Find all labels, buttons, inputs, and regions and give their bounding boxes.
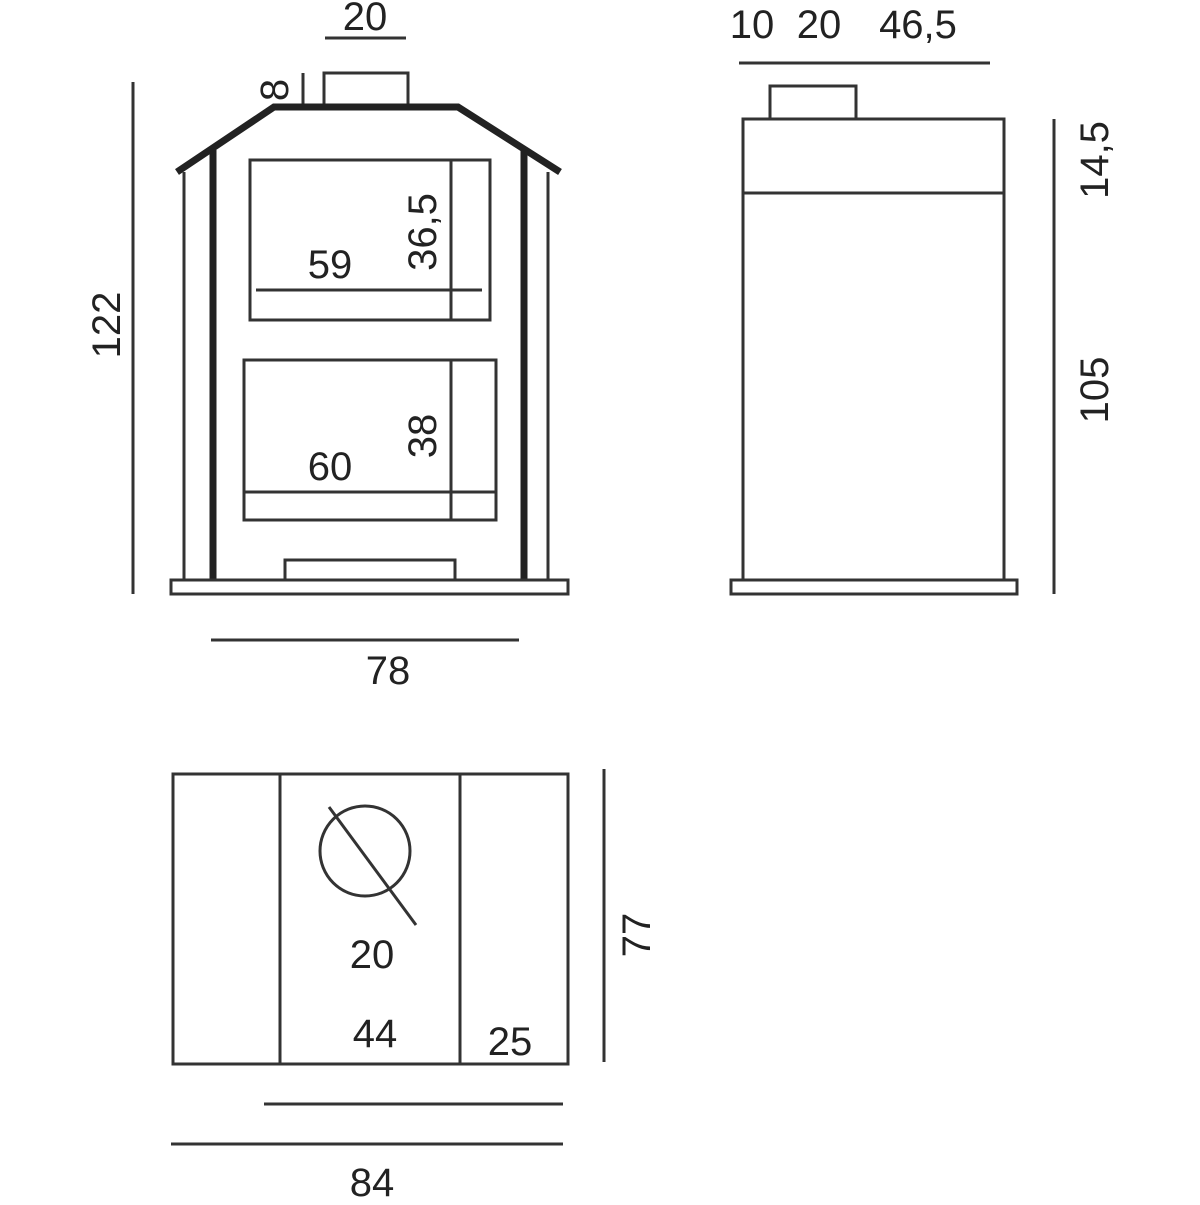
side-width-label: 25 — [488, 1020, 533, 1064]
plan-outline — [171, 772, 570, 1066]
upper-door — [248, 158, 492, 322]
flue-diameter-label: 20 — [350, 933, 395, 977]
total-width-label: 78 — [366, 649, 411, 693]
side-top-dim-3: 46,5 — [879, 3, 957, 47]
side-base-plinth — [729, 578, 1019, 596]
side-top-dim-2: 20 — [797, 3, 842, 47]
upper-door-width-label: 59 — [308, 243, 353, 287]
flue-width-label: 20 — [343, 0, 388, 39]
front-flue-collar — [322, 71, 410, 107]
upper-door-height-label: 36,5 — [401, 193, 445, 271]
front-view: 20 8 59 36,5 60 38 122 — [85, 0, 570, 693]
plan-total-width-label: 84 — [350, 1161, 395, 1200]
flue-circle — [318, 804, 412, 898]
plan-view: 20 44 25 77 84 — [171, 769, 659, 1205]
total-height-label: 122 — [85, 292, 129, 359]
side-top-dim-1: 10 — [730, 3, 775, 47]
front-base-plinth — [169, 578, 570, 596]
flue-height-label: 8 — [253, 79, 297, 101]
front-roof — [175, 103, 562, 175]
side-flue-collar — [768, 84, 858, 121]
side-body — [741, 117, 1006, 582]
side-view: 10 20 46,5 14,5 105 — [729, 3, 1117, 596]
flue-diameter-line — [327, 806, 418, 926]
ash-drawer — [283, 558, 457, 582]
top-section-height-label: 14,5 — [1073, 121, 1117, 199]
depth-label: 77 — [615, 913, 659, 958]
center-width-label: 44 — [353, 1012, 398, 1056]
lower-door-height-label: 38 — [401, 414, 445, 459]
body-height-label: 105 — [1073, 357, 1117, 424]
lower-door-width-label: 60 — [308, 445, 353, 489]
lower-door — [242, 358, 498, 522]
